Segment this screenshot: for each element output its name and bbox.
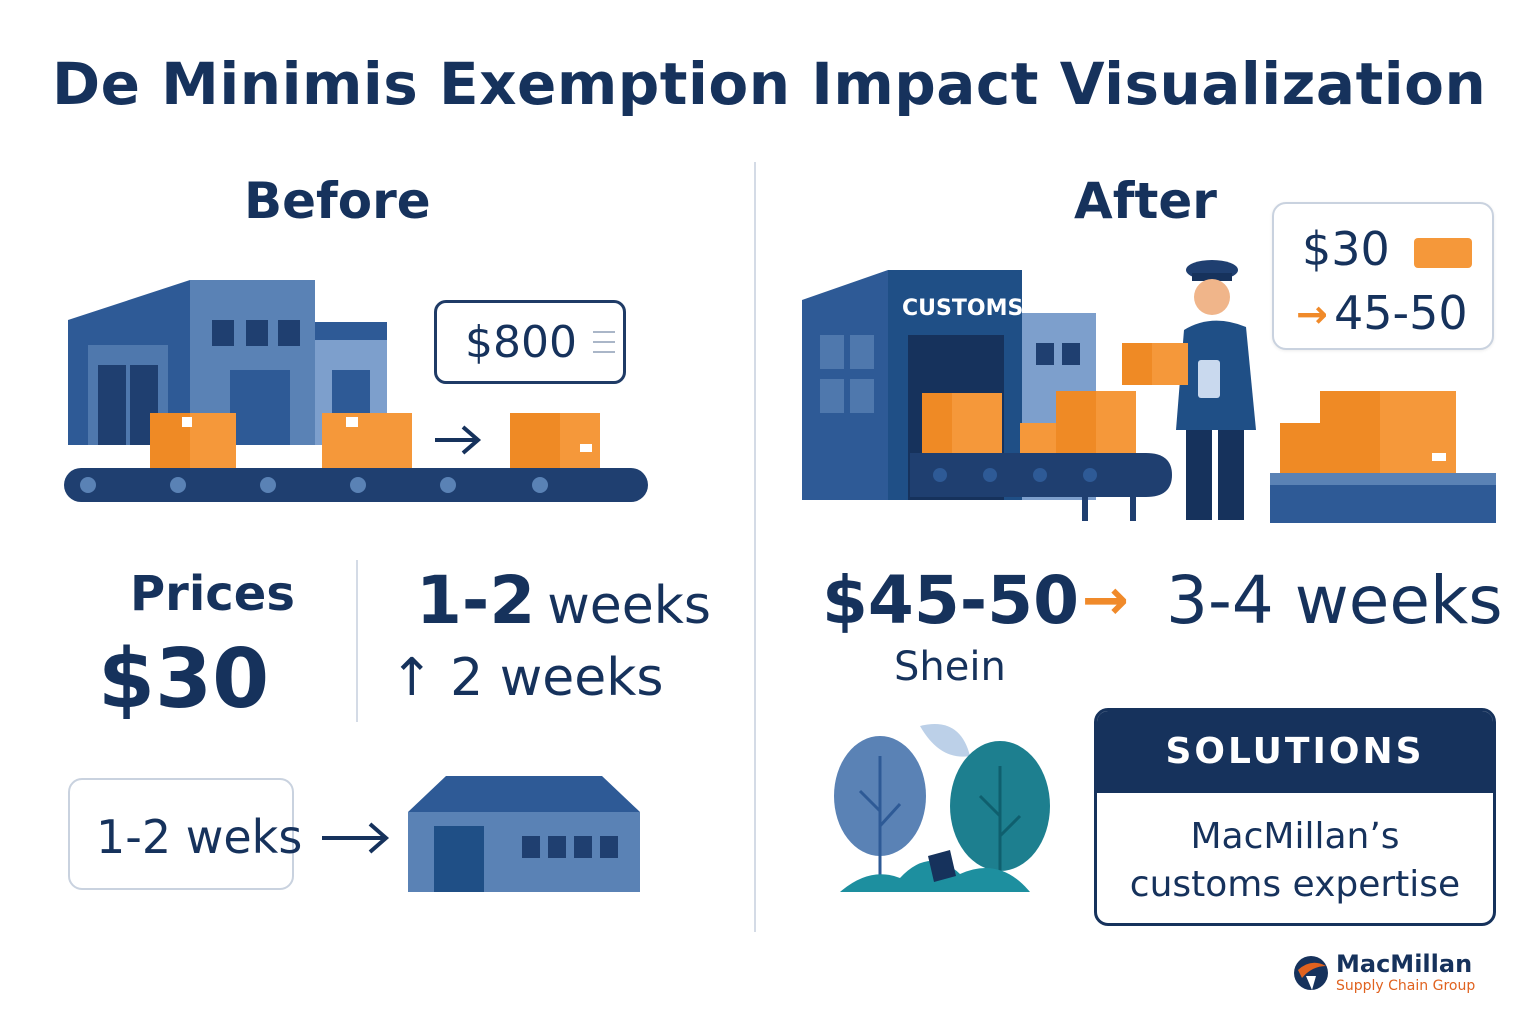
arrow-right-icon: →	[1296, 292, 1328, 336]
arrow-right-icon: →	[1082, 568, 1129, 633]
macmillan-logo-icon	[1294, 956, 1328, 990]
old-price: $30	[1302, 222, 1390, 276]
brand-logo: MacMillan Supply Chain Group	[1292, 950, 1492, 1000]
section-divider	[754, 162, 756, 932]
before-heading: Before	[244, 172, 431, 230]
customs-illustration: CUSTOMS	[802, 260, 1496, 523]
solutions-line-1: MacMillan’s	[1190, 816, 1400, 857]
solutions-card: SOLUTIONS MacMillan’s customs expertise	[1094, 708, 1496, 926]
solutions-body: MacMillan’s customs expertise	[1097, 793, 1493, 909]
new-price: 45-50	[1334, 286, 1468, 340]
weeks-range: 1-2	[416, 562, 536, 639]
arrow-right-icon	[322, 822, 390, 854]
brand-subtitle: Supply Chain Group	[1336, 978, 1476, 994]
weeks-increase: ↑ 2 weeks	[390, 648, 664, 708]
after-delivery-time: 3-4 weeks	[1166, 562, 1503, 639]
price-change-tag: $30 → 45-50	[1272, 202, 1494, 350]
stats-divider	[356, 560, 358, 722]
price-tag-value: $800	[465, 317, 577, 368]
trees-icon	[834, 724, 1050, 892]
price-tag-800: $800	[434, 300, 626, 384]
after-heading: After	[1074, 172, 1217, 230]
customs-sign: CUSTOMS	[902, 296, 1023, 321]
delivery-box-text: 1-2 weks	[96, 810, 303, 864]
tag-lines-icon	[593, 331, 615, 361]
solutions-heading: SOLUTIONS	[1097, 711, 1493, 793]
prices-label: Prices	[130, 566, 295, 622]
house-icon	[408, 776, 640, 892]
weeks-unit: weeks	[547, 576, 711, 636]
warehouse-conveyor-illustration	[64, 280, 648, 502]
after-price-range: $45-50	[822, 562, 1080, 639]
delivery-box: 1-2 weks	[68, 778, 302, 890]
package-icon	[1414, 238, 1472, 268]
prices-value: $30	[98, 632, 270, 727]
page-title: De Minimis Exemption Impact Visualizatio…	[52, 50, 1487, 118]
brand-name: MacMillan	[1336, 950, 1473, 978]
solutions-line-2: customs expertise	[1129, 864, 1461, 905]
retailer-label: Shein	[894, 644, 1006, 690]
